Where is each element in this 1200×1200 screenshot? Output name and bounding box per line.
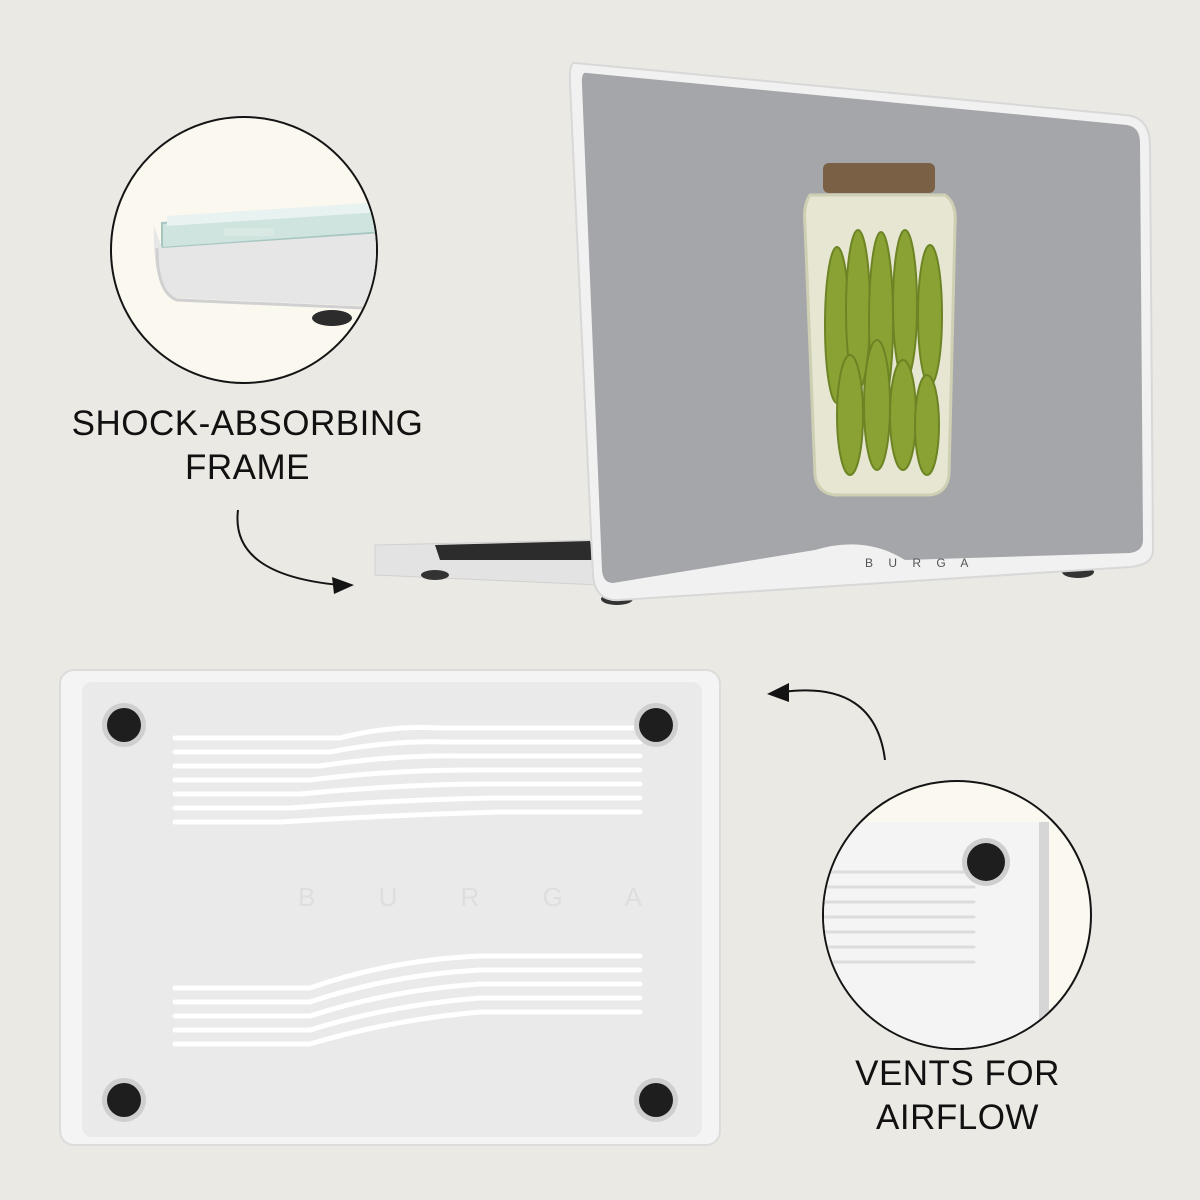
bottom-case-illustration: B U R G A (59, 669, 721, 1146)
pickle-jar-icon (803, 163, 957, 497)
vents-detail-illustration (824, 822, 1049, 1048)
shock-absorbing-frame-label: SHOCK-ABSORBING FRAME (71, 404, 424, 487)
rubber-feet (102, 703, 678, 1122)
frame-detail-zoom (110, 116, 378, 384)
bottom-brand-logo: B U R G A (298, 882, 670, 912)
vents-for-airflow-label: VENTS FOR AIRFLOW (855, 1054, 1060, 1137)
arrow-to-bottom-case-icon (767, 683, 886, 761)
frame-detail-illustration (153, 202, 376, 326)
laptop-lid-case: B U R G A (374, 55, 1155, 645)
laptop-illustration: B U R G A (374, 61, 1155, 605)
lid-brand-logo: B U R G A (865, 556, 974, 570)
vents-detail-zoom (822, 780, 1092, 1050)
bottom-vent-pattern (172, 953, 643, 1047)
bottom-case-view: B U R G A (59, 669, 730, 1150)
arrow-to-laptop-icon (236, 509, 354, 594)
top-vent-pattern (172, 724, 643, 825)
